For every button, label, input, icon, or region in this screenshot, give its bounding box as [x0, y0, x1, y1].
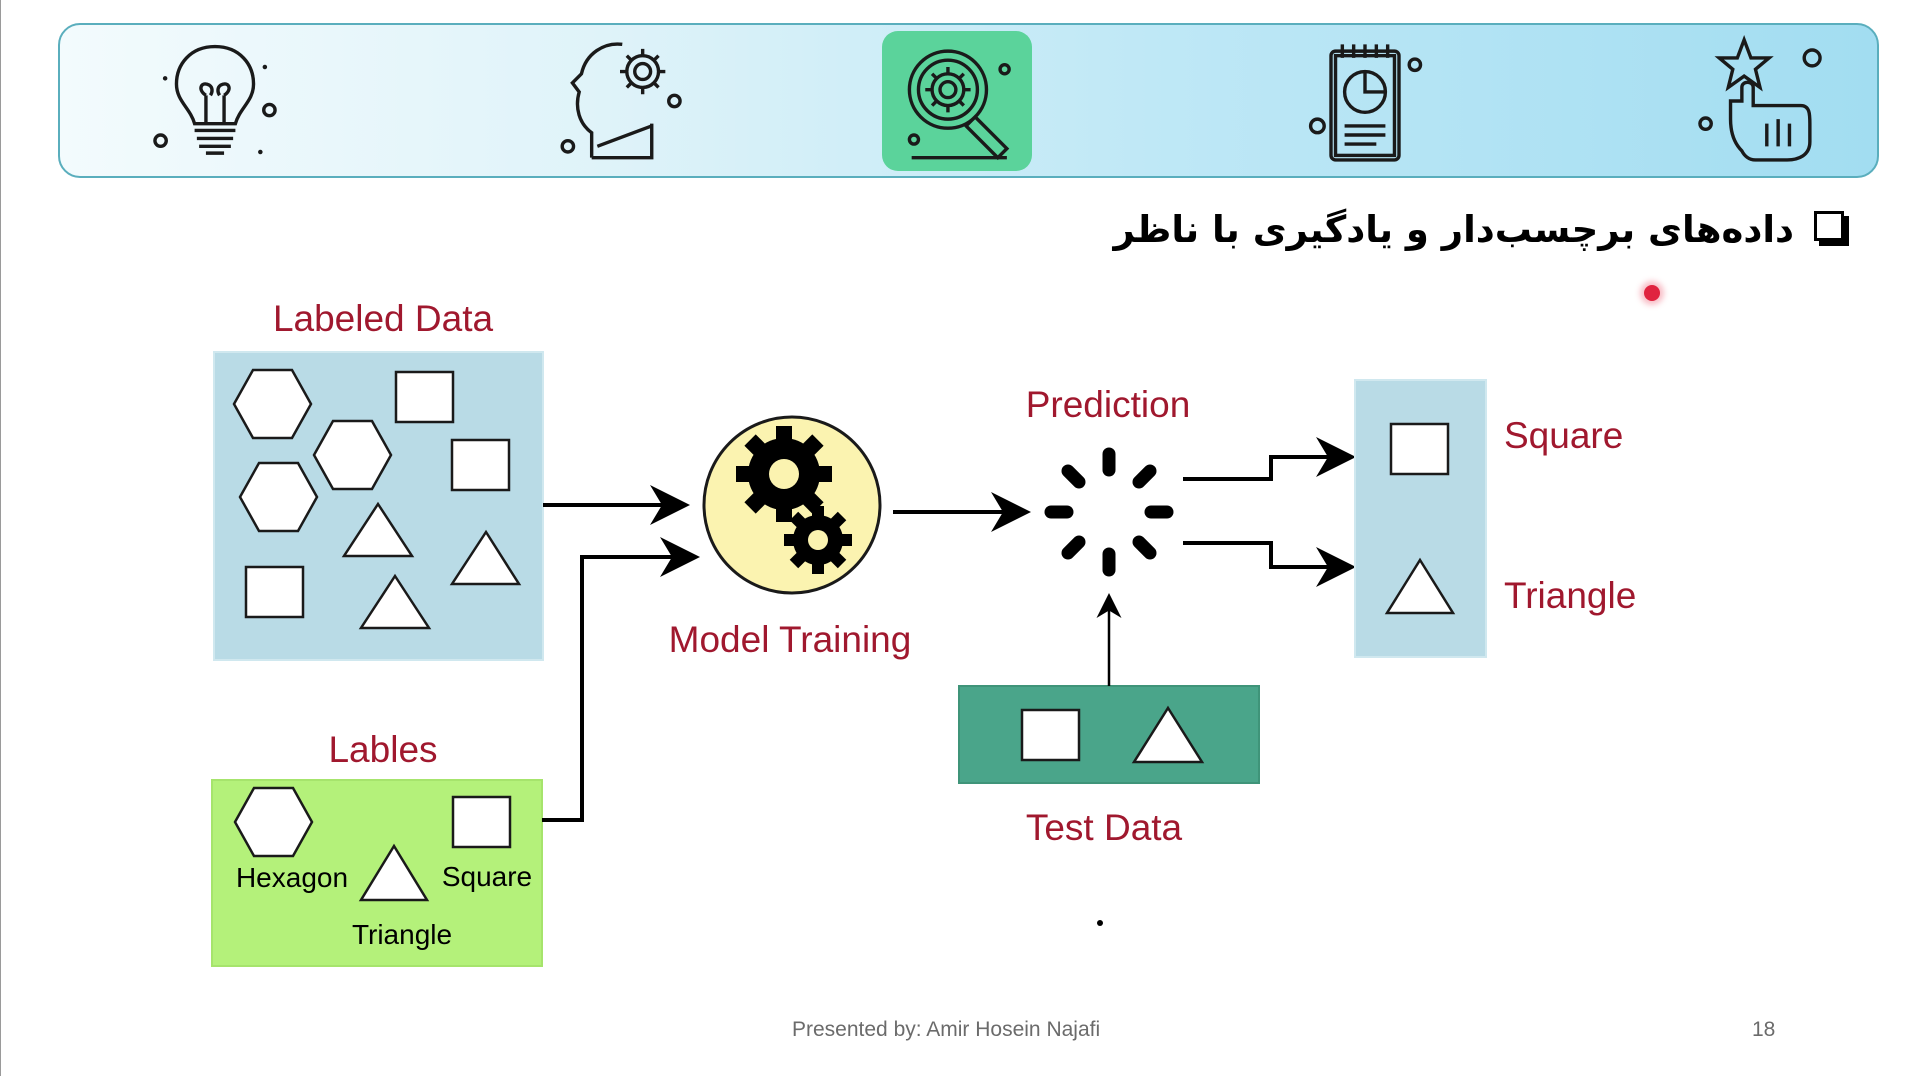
nav-head-gear[interactable]	[545, 31, 695, 171]
page-number: 18	[1752, 1018, 1776, 1041]
labels-arrow	[542, 537, 700, 822]
output-triangle-label: Triangle	[1504, 575, 1636, 616]
slide-title-text: داده‌های برچسب‌دار و یادگیری با ناظر	[1113, 208, 1795, 251]
checkbox-bullet-icon	[1814, 210, 1844, 241]
square-shape	[244, 565, 305, 619]
test-data-shapes	[1020, 705, 1205, 764]
triangle-shape	[1384, 557, 1456, 615]
presenter-footer: Presented by: Amir Hosein Najafi	[792, 1018, 1101, 1041]
nav-hand-star[interactable]	[1685, 31, 1835, 171]
hexagon-shape	[233, 786, 314, 858]
test-data-label: Test Data	[1026, 807, 1183, 848]
triangle-shape	[1131, 705, 1205, 764]
triangle-shape	[341, 501, 415, 558]
section-nav-banner	[58, 23, 1879, 178]
magnifier-gear-icon	[907, 49, 1011, 161]
hexagon-shape	[232, 368, 313, 440]
slide-title: داده‌های برچسب‌دار و یادگیری با ناظر	[1113, 208, 1844, 251]
model-training-label: Model Training	[669, 619, 912, 660]
window-edge	[0, 0, 1, 1076]
hand-star-icon	[1698, 34, 1822, 162]
hexagon-shape	[312, 419, 393, 491]
report-chart-icon	[1308, 44, 1423, 162]
output-shapes	[1384, 422, 1456, 615]
prediction-label: Prediction	[1026, 384, 1191, 425]
labels-shapes	[233, 786, 512, 902]
square-shape	[450, 438, 511, 492]
test-data-box	[958, 685, 1260, 784]
stray-dot	[1097, 920, 1103, 926]
lightbulb-icon	[153, 44, 277, 155]
square-label: Square	[442, 861, 532, 892]
triangle-shape	[449, 529, 522, 586]
labeled-data-shapes	[232, 368, 522, 630]
hexagon-shape	[238, 461, 319, 533]
nav-report-chart[interactable]	[1290, 31, 1440, 171]
triangle-shape	[358, 843, 430, 902]
triangle-label: Triangle	[352, 919, 452, 950]
laser-pointer-icon	[1644, 285, 1660, 301]
square-shape	[1389, 422, 1450, 476]
square-shape	[394, 370, 455, 424]
loading-spinner-icon	[1044, 447, 1174, 577]
labeled-data-title: Labeled Data	[273, 298, 494, 339]
nav-lightbulb[interactable]	[140, 31, 290, 171]
nav-magnifier-gear[interactable]	[882, 31, 1032, 171]
triangle-output-arrow	[1183, 541, 1356, 587]
output-square-label: Square	[1504, 415, 1623, 456]
triangle-shape	[358, 573, 432, 630]
hexagon-label: Hexagon	[236, 862, 348, 893]
head-gear-icon	[560, 42, 682, 160]
labels-title: Lables	[328, 729, 437, 770]
square-output-arrow	[1183, 437, 1356, 481]
output-box	[1354, 379, 1487, 658]
square-shape	[451, 795, 512, 849]
square-shape	[1020, 708, 1081, 762]
